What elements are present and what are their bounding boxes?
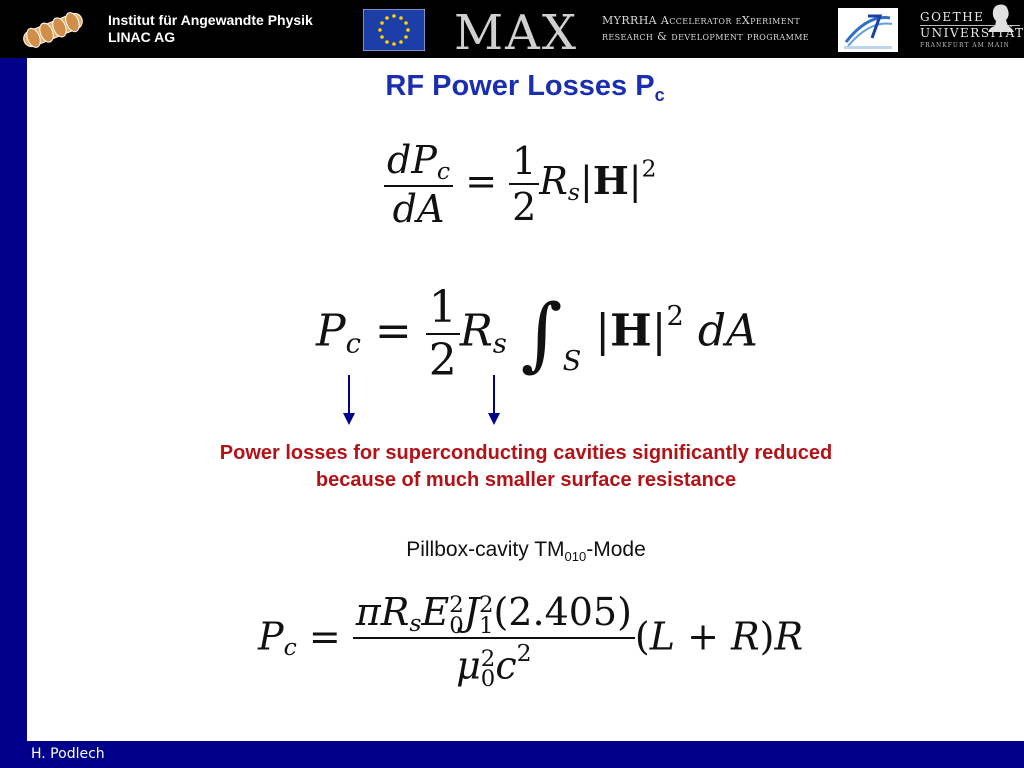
slide-title: RF Power Losses Pc [0,70,1024,106]
footer-bar: H. Podlech [0,741,1024,768]
mode-prefix: Pillbox-cavity TM [406,538,565,561]
arrow-to-rs [488,375,500,425]
arrow-to-pc [343,375,355,425]
institute-line1: Institut für Angewandte Physik [108,12,313,28]
note-line1: Power losses for superconducting cavitie… [219,442,833,464]
mode-subscript: 010 [564,549,587,565]
max-logo: MAX [454,5,578,56]
left-sidebar-bar [0,58,27,768]
fp7-logo-icon [838,8,898,52]
myrrha-line2: research & development programme [602,30,810,43]
goethe-line1: GOETHE [920,10,985,24]
slide-title-subscript: c [654,85,665,105]
pillbox-mode-label: Pillbox-cavity TM010-Mode [0,538,1024,564]
eu-flag-icon [363,9,425,51]
goethe-line3: FRANKFURT AM MAIN [920,42,1010,49]
slide-title-text: RF Power Losses P [385,70,655,102]
goethe-bust-icon [988,4,1014,32]
myrrha-line1: MYRRHA Accelerator eXperiment [602,14,801,27]
institute-line2: LINAC AG [108,29,176,45]
cavity-logo-icon [23,12,83,48]
note-line2: because of much smaller surface resistan… [315,469,737,491]
header-bar: Institut für Angewandte Physik LINAC AG … [0,0,1024,58]
author-name: H. Podlech [31,746,105,762]
max-logo-text: MAX [454,5,578,56]
myrrha-text: MYRRHA Accelerator eXperiment research &… [602,13,809,45]
superconducting-note: Power losses for superconducting cavitie… [0,440,1024,494]
mode-suffix: -Mode [586,538,646,561]
institute-name: Institut für Angewandte Physik LINAC AG [108,12,313,46]
